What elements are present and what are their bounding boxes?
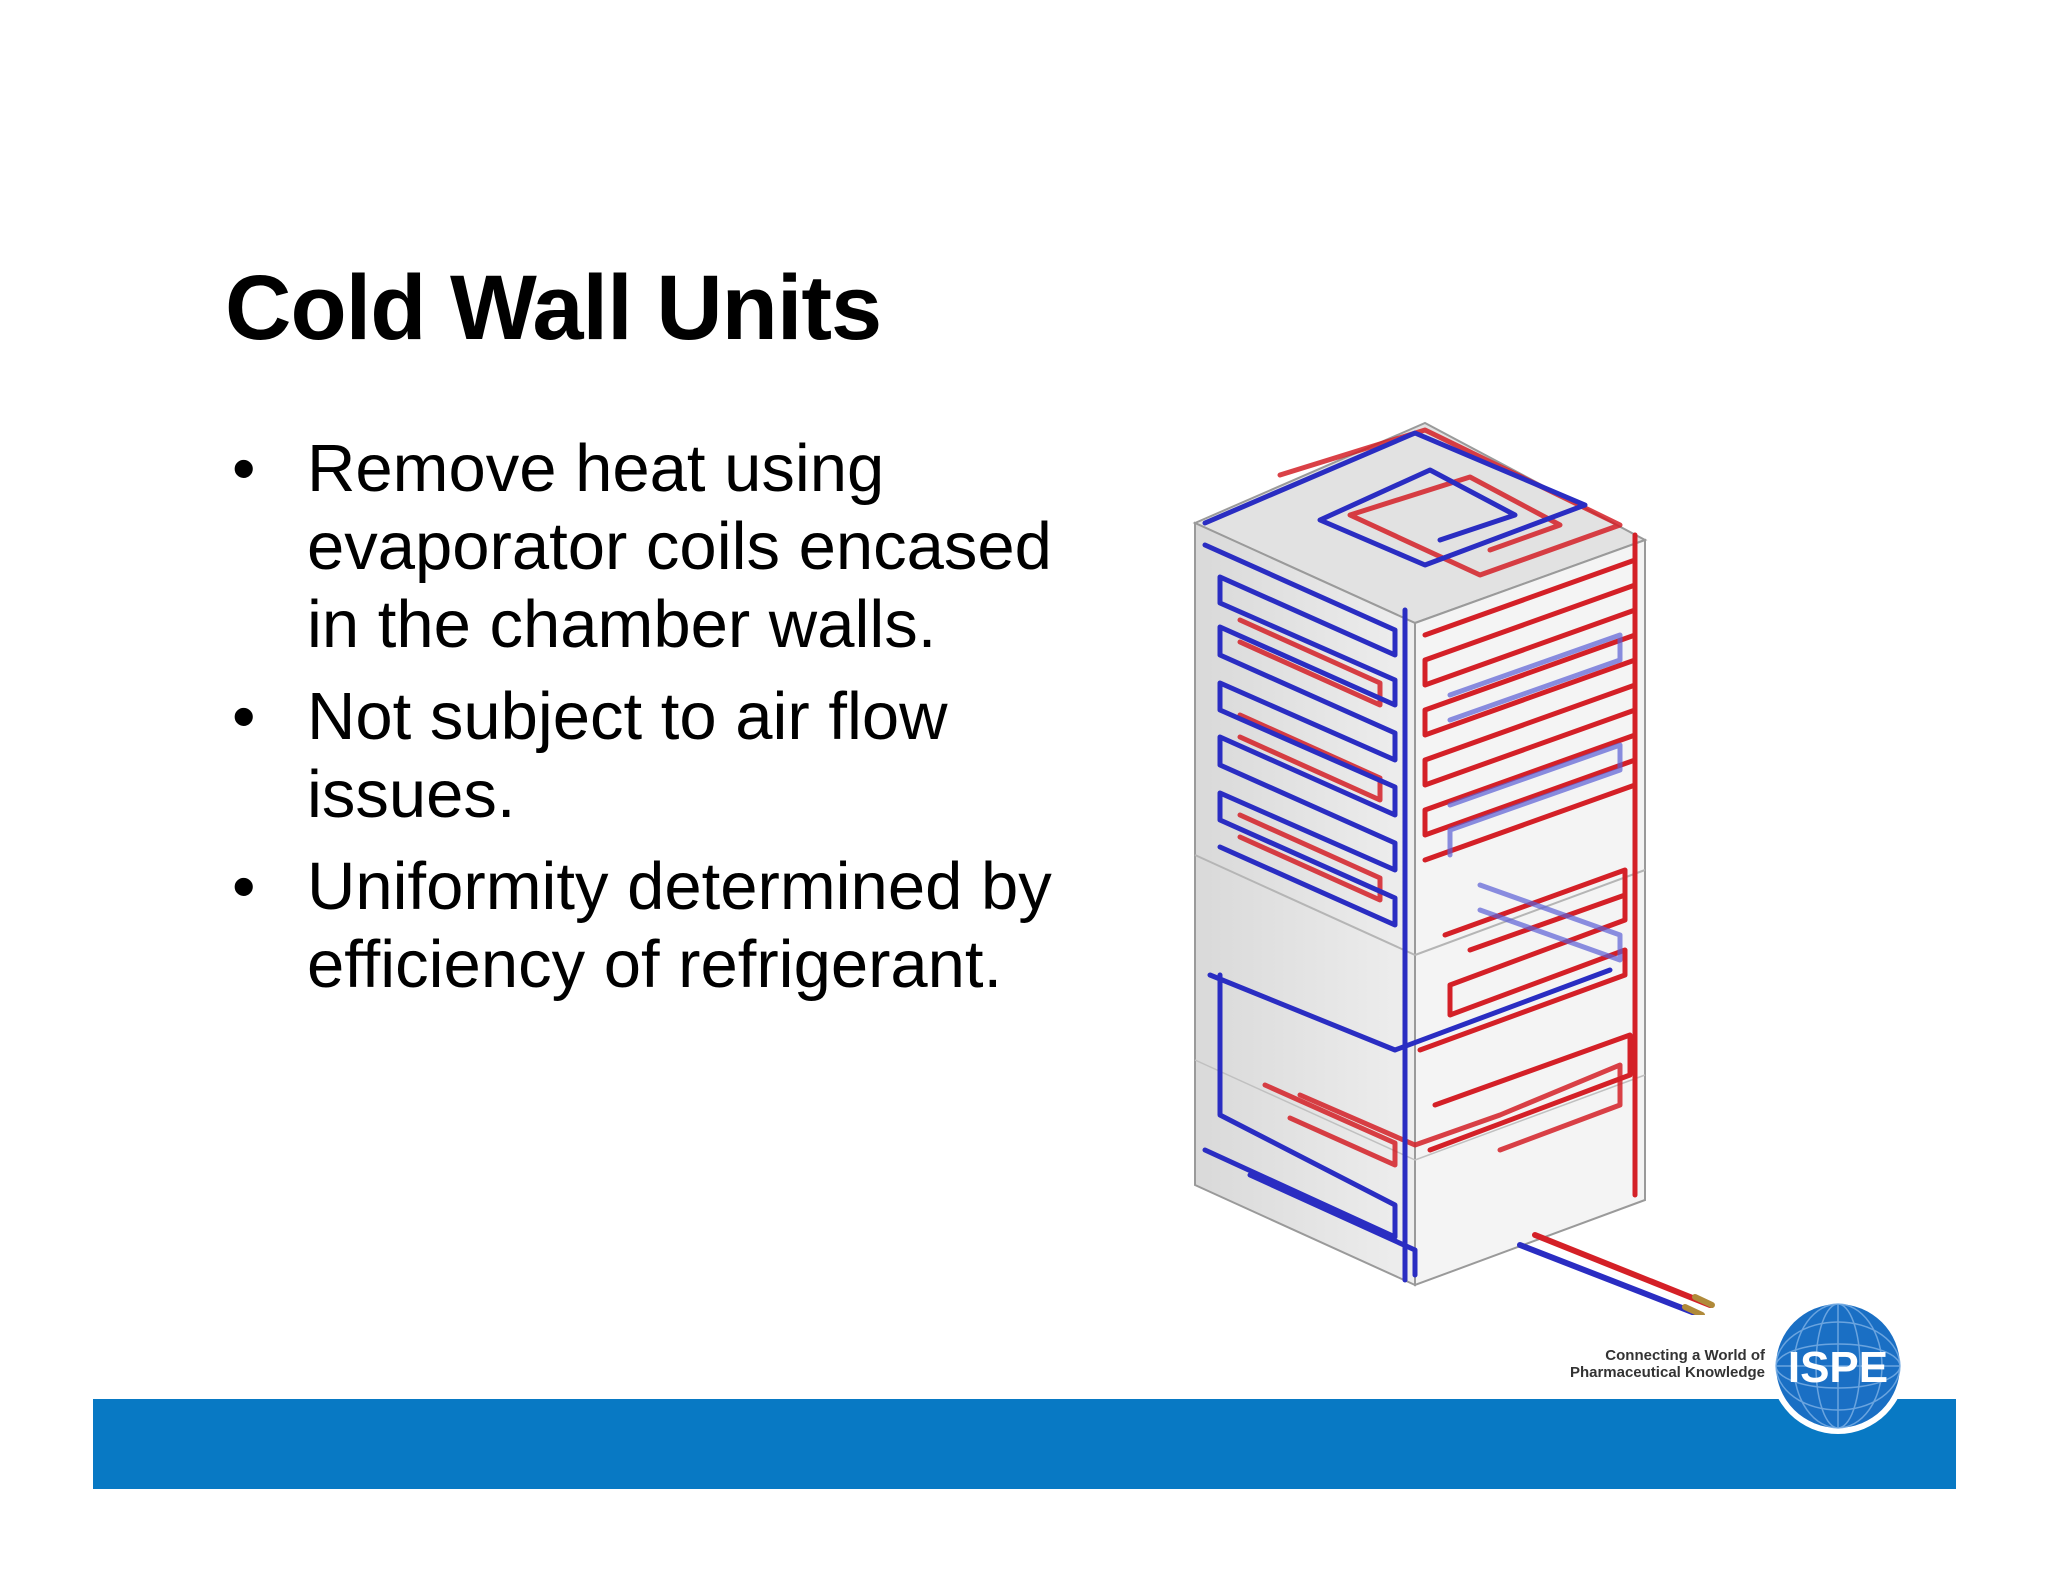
logo-lettering: ISPE: [1788, 1343, 1888, 1392]
slide-title: Cold Wall Units: [225, 257, 882, 359]
bullet-item: • Uniformity determined by efficiency of …: [232, 848, 1092, 1004]
blue-coil-right-face: [1447, 632, 1623, 963]
bullet-dot-icon: •: [232, 679, 256, 754]
bullet-dot-icon: •: [232, 849, 256, 924]
red-coil-left-face: [1237, 427, 1623, 1168]
footer-tagline: Connecting a World of Pharmaceutical Kno…: [1570, 1347, 1765, 1381]
bullet-list: • Remove heat using evaporator coils enca…: [232, 430, 1092, 1018]
refrigerant-outlet-pipes: [1517, 1232, 1715, 1315]
bullet-text: Not subject to air flow issues.: [307, 679, 948, 832]
bullet-dot-icon: •: [232, 431, 256, 506]
bullet-text: Remove heat using evaporator coils encas…: [307, 431, 1052, 662]
bullet-item: • Not subject to air flow issues.: [232, 678, 1092, 834]
red-coil-right-face: [1417, 532, 1638, 1198]
ispe-logo: ISPE: [1770, 1298, 1906, 1434]
bullet-text: Uniformity determined by efficiency of r…: [307, 849, 1052, 1002]
cold-wall-chamber-illustration: [1192, 421, 1715, 1315]
tagline-line-1: Connecting a World of: [1605, 1347, 1765, 1364]
blue-coil-left-face: [1202, 430, 1613, 1283]
bullet-item: • Remove heat using evaporator coils enca…: [232, 430, 1092, 664]
tagline-line-2: Pharmaceutical Knowledge: [1569, 1364, 1765, 1381]
footer-bar: [93, 1399, 1956, 1489]
